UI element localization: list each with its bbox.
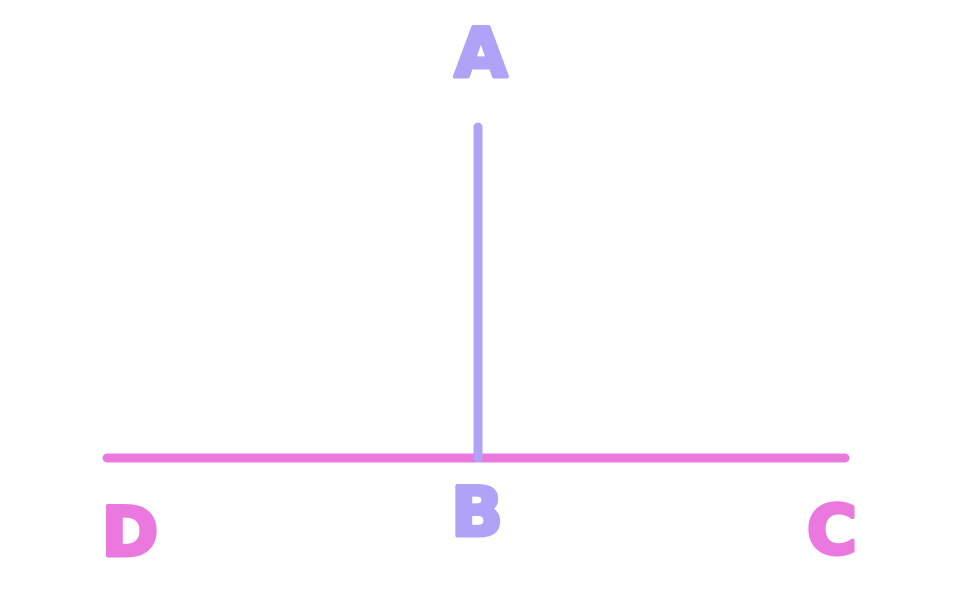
point-label-a: A [455, 15, 508, 94]
point-label-b: B [451, 474, 503, 553]
point-label-d: D [102, 494, 158, 573]
point-label-c: C [807, 492, 857, 571]
